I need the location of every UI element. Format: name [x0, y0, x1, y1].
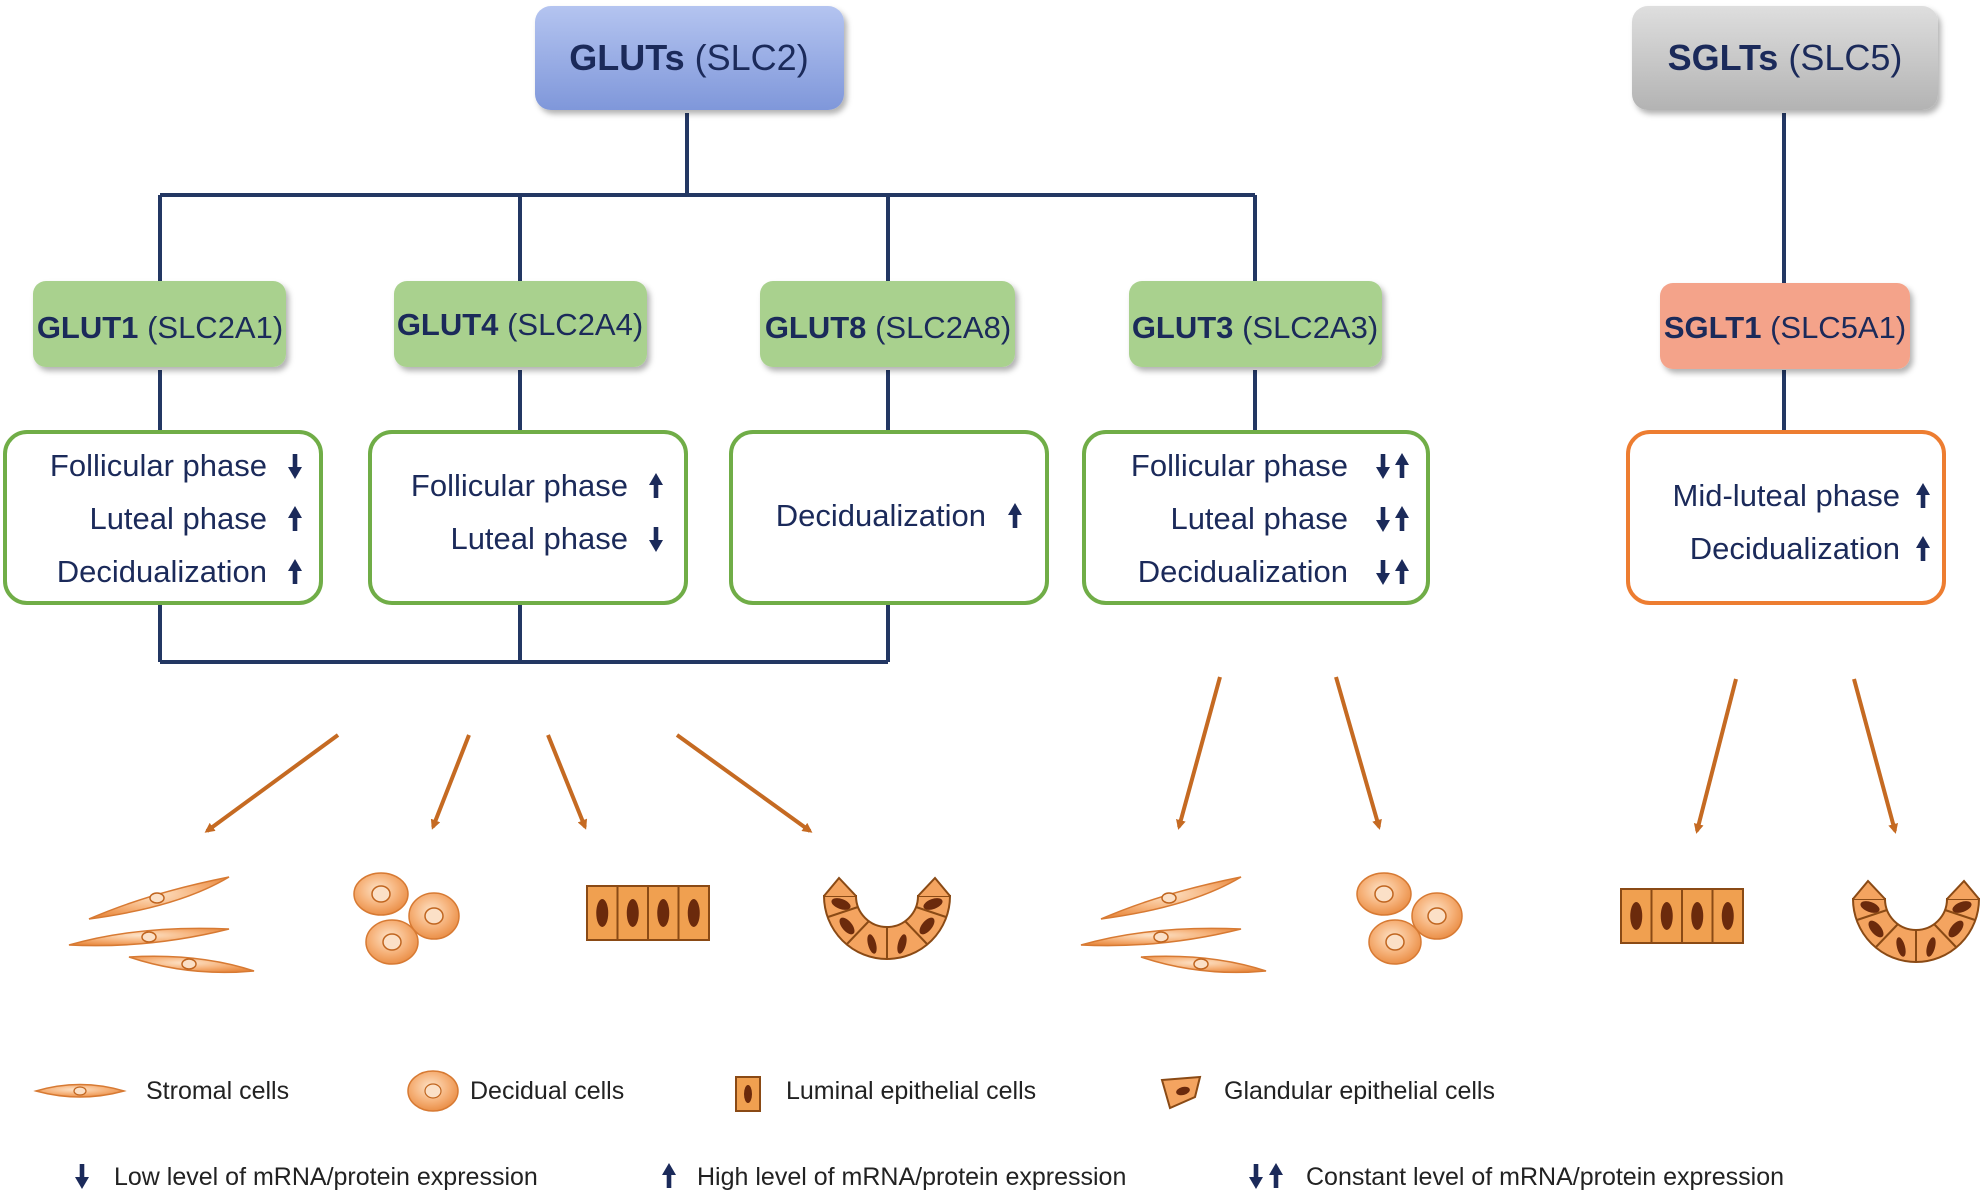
family-code: (SLC5) — [1788, 37, 1902, 78]
phase-label: Luteal phase — [89, 501, 267, 536]
arrow-to-stromal — [204, 733, 340, 833]
cell-arrows — [204, 676, 1899, 834]
legend-label: Glandular epithelial cells — [1224, 1077, 1495, 1105]
svg-text:GLUT1 (SLC2A1): GLUT1 (SLC2A1) — [37, 310, 283, 345]
legend-label: Luminal epithelial cells — [786, 1077, 1036, 1105]
stromal-cell-icon — [1080, 876, 1267, 974]
luminal-epithelial-icon — [586, 885, 710, 941]
legend-label: Constant level of mRNA/protein expressio… — [1306, 1163, 1784, 1191]
phase-label: Decidualization — [57, 554, 267, 589]
phase-label: Luteal phase — [1170, 501, 1348, 536]
family-box-gluts: GLUTs (SLC2) — [535, 6, 844, 110]
transporter-code: (SLC2A3) — [1242, 310, 1378, 345]
arrow-to-decidual — [430, 734, 471, 830]
legend-item-decidual: Decidual cells — [407, 1070, 624, 1112]
arrow-down-icon — [1249, 1164, 1263, 1189]
phase-box-glut3: Follicular phase Luteal phase Decidualiz… — [1082, 430, 1430, 605]
glandular-epithelial-icon — [1852, 880, 1980, 963]
glandular-epithelial-icon — [823, 877, 951, 960]
legend-item-constant: Constant level of mRNA/protein expressio… — [1249, 1163, 1784, 1191]
phase-label: Luteal phase — [450, 521, 628, 556]
svg-text:GLUT3 (SLC2A3): GLUT3 (SLC2A3) — [1132, 310, 1378, 345]
phase-label: Mid-luteal phase — [1673, 478, 1900, 513]
arrow-to-luminal — [1693, 678, 1738, 834]
phase-label: Follicular phase — [50, 448, 267, 483]
phase-label: Follicular phase — [411, 468, 628, 503]
arrow-to-glandular — [675, 733, 813, 833]
phase-box-glut8: Decidualization — [729, 430, 1049, 605]
phase-box-glut1: Follicular phase Luteal phase Decidualiz… — [3, 430, 323, 605]
transporter-box-glut4: GLUT4 (SLC2A4) — [394, 281, 647, 367]
family-name: SGLTs — [1668, 37, 1779, 78]
connector-lines — [158, 113, 1786, 664]
arrow-to-decidual — [1334, 676, 1382, 830]
legend-item-glandular: Glandular epithelial cells — [1160, 1075, 1495, 1110]
legend-label: High level of mRNA/protein expression — [697, 1163, 1126, 1191]
svg-text:SGLTs (SLC5): SGLTs (SLC5) — [1668, 37, 1903, 78]
svg-text:SGLT1 (SLC5A1): SGLT1 (SLC5A1) — [1664, 310, 1906, 345]
arrow-up-icon — [662, 1163, 676, 1188]
legend-label: Low level of mRNA/protein expression — [114, 1163, 538, 1191]
transporter-code: (SLC5A1) — [1770, 310, 1906, 345]
arrow-to-luminal — [546, 734, 588, 830]
family-code: (SLC2) — [695, 37, 809, 78]
svg-text:GLUTs (SLC2): GLUTs (SLC2) — [569, 37, 808, 78]
arrow-to-glandular — [1852, 678, 1899, 834]
legend: Stromal cells Decidual cells Luminal epi… — [33, 1070, 1784, 1191]
transporter-box-sglt1: SGLT1 (SLC5A1) — [1660, 283, 1910, 369]
phase-label: Decidualization — [776, 498, 986, 533]
arrow-down-icon — [75, 1164, 89, 1189]
legend-label: Decidual cells — [470, 1077, 624, 1105]
transporter-name: GLUT4 — [397, 307, 499, 342]
phase-box-sglt1: Mid-luteal phase Decidualization — [1626, 430, 1946, 605]
legend-item-high: High level of mRNA/protein expression — [662, 1163, 1126, 1191]
arrow-up-icon — [1269, 1163, 1283, 1188]
transporter-name: SGLT1 — [1664, 310, 1762, 345]
phase-box-glut4: Follicular phase Luteal phase — [368, 430, 688, 605]
transporter-box-glut3: GLUT3 (SLC2A3) — [1129, 281, 1382, 367]
legend-item-stromal: Stromal cells — [33, 1077, 289, 1105]
legend-item-low: Low level of mRNA/protein expression — [75, 1163, 538, 1191]
decidual-cell-icon — [353, 872, 460, 965]
family-box-sglts: SGLTs (SLC5) — [1632, 6, 1938, 110]
stromal-cell-icon — [68, 876, 255, 974]
phase-label: Decidualization — [1138, 554, 1348, 589]
svg-text:GLUT4 (SLC2A4): GLUT4 (SLC2A4) — [397, 307, 643, 342]
legend-item-luminal: Luminal epithelial cells — [735, 1076, 1036, 1112]
cell-illustrations — [68, 872, 1980, 974]
transporter-name: GLUT3 — [1132, 310, 1234, 345]
transporter-code: (SLC2A1) — [147, 310, 283, 345]
svg-text:GLUT8 (SLC2A8): GLUT8 (SLC2A8) — [765, 310, 1011, 345]
decidual-cell-icon — [1356, 872, 1463, 965]
phase-label: Decidualization — [1690, 531, 1900, 566]
transporter-name: GLUT1 — [37, 310, 139, 345]
luminal-epithelial-icon — [1620, 888, 1744, 944]
transporter-code: (SLC2A8) — [875, 310, 1011, 345]
transporter-box-glut8: GLUT8 (SLC2A8) — [760, 281, 1015, 367]
family-name: GLUTs — [569, 37, 684, 78]
transporter-name: GLUT8 — [765, 310, 867, 345]
legend-label: Stromal cells — [146, 1077, 289, 1105]
transporter-code: (SLC2A4) — [507, 307, 643, 342]
phase-label: Follicular phase — [1131, 448, 1348, 483]
transporter-box-glut1: GLUT1 (SLC2A1) — [33, 281, 286, 367]
arrow-to-stromal — [1176, 676, 1222, 830]
